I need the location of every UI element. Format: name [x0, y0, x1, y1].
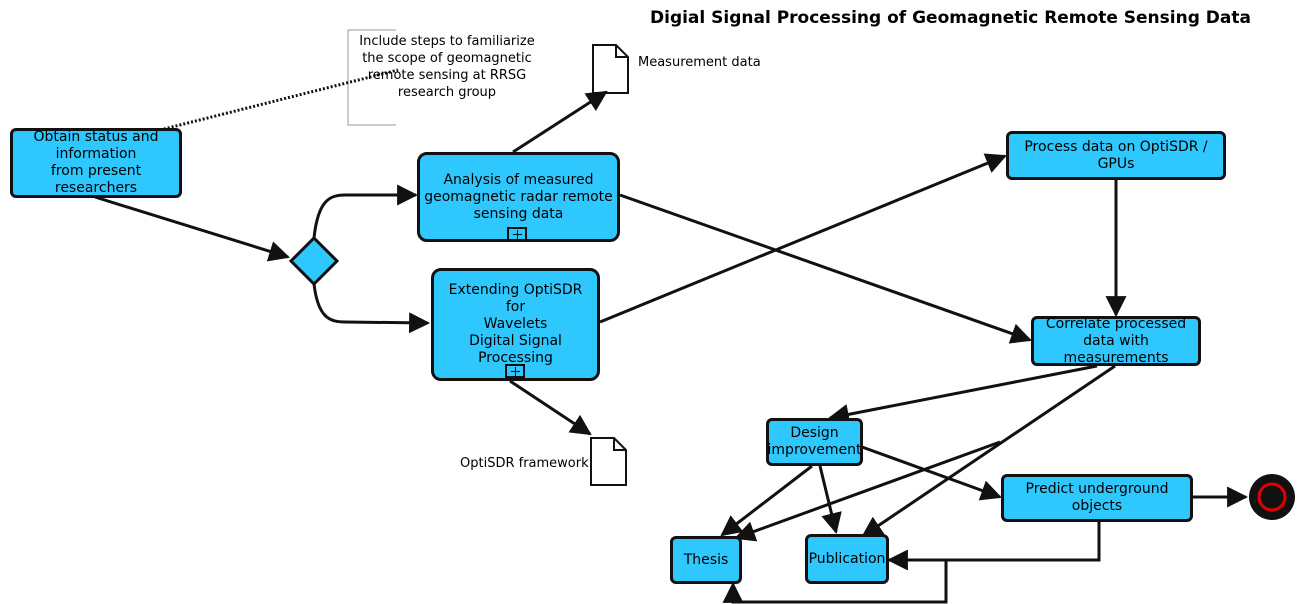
obtain-status-label: Obtain status and information from prese… [33, 129, 159, 196]
extending-optisdr-label: Extending OptiSDR for Wavelets Digital S… [448, 282, 583, 366]
design-improvement-task[interactable]: Design improvement [766, 418, 863, 466]
optisdr-framework-label: OptiSDR framework [460, 456, 589, 471]
flow-analysis-to-correlate [619, 193, 1032, 344]
analysis-label: Analysis of measured geomagnetic radar r… [424, 171, 613, 222]
flow-design-to-publication [818, 465, 842, 535]
framework-document-icon [590, 437, 627, 486]
subprocess-marker-icon [505, 364, 525, 378]
annotation-text: Include steps to familiarize the scope o… [359, 34, 535, 100]
flow-design-to-predict [861, 445, 1002, 501]
flow-analysis-to-measurement [512, 90, 608, 154]
flow-extending-to-process [599, 153, 1007, 324]
annotation-association [159, 68, 399, 132]
flow-correlate-to-thesis [734, 440, 1001, 542]
publication-label: Publication [808, 550, 886, 567]
correlate-task[interactable]: Correlate processed data with measuremen… [1031, 316, 1201, 366]
flow-publication-to-thesis [722, 560, 948, 604]
flow-extending-to-framework [509, 379, 592, 436]
predict-underground-task[interactable]: Predict underground objects [1001, 474, 1193, 522]
flow-correlate-to-publication [861, 364, 1116, 538]
subprocess-marker-icon [507, 227, 527, 241]
annotation-bracket [347, 29, 396, 126]
gateway-diamond[interactable] [288, 235, 340, 287]
flow-gateway-to-extending [312, 283, 431, 334]
flow-predict-to-publication [886, 521, 1101, 571]
correlate-label: Correlate processed data with measuremen… [1045, 315, 1187, 366]
obtain-status-task[interactable]: Obtain status and information from prese… [10, 128, 182, 198]
measurement-document-icon [592, 44, 629, 94]
process-data-label: Process data on OptiSDR / GPUs [1024, 138, 1208, 172]
extending-optisdr-subprocess[interactable]: Extending OptiSDR for Wavelets Digital S… [431, 268, 600, 381]
flow-gateway-to-analysis [312, 184, 419, 239]
predict-underground-label: Predict underground objects [1025, 481, 1169, 514]
flow-obtain-to-gateway [94, 195, 291, 262]
process-data-task[interactable]: Process data on OptiSDR / GPUs [1006, 131, 1226, 180]
thesis-task[interactable]: Thesis [670, 536, 742, 584]
flow-design-to-thesis [720, 464, 813, 537]
thesis-label: Thesis [683, 551, 729, 568]
diagram-title: Digial Signal Processing of Geomagnetic … [650, 8, 1251, 28]
publication-task[interactable]: Publication [805, 534, 889, 584]
end-event-icon [1249, 474, 1295, 520]
design-improvement-label: Design improvement [767, 425, 862, 458]
measurement-data-label: Measurement data [638, 55, 761, 70]
flow-correlate-to-design [827, 364, 1098, 425]
